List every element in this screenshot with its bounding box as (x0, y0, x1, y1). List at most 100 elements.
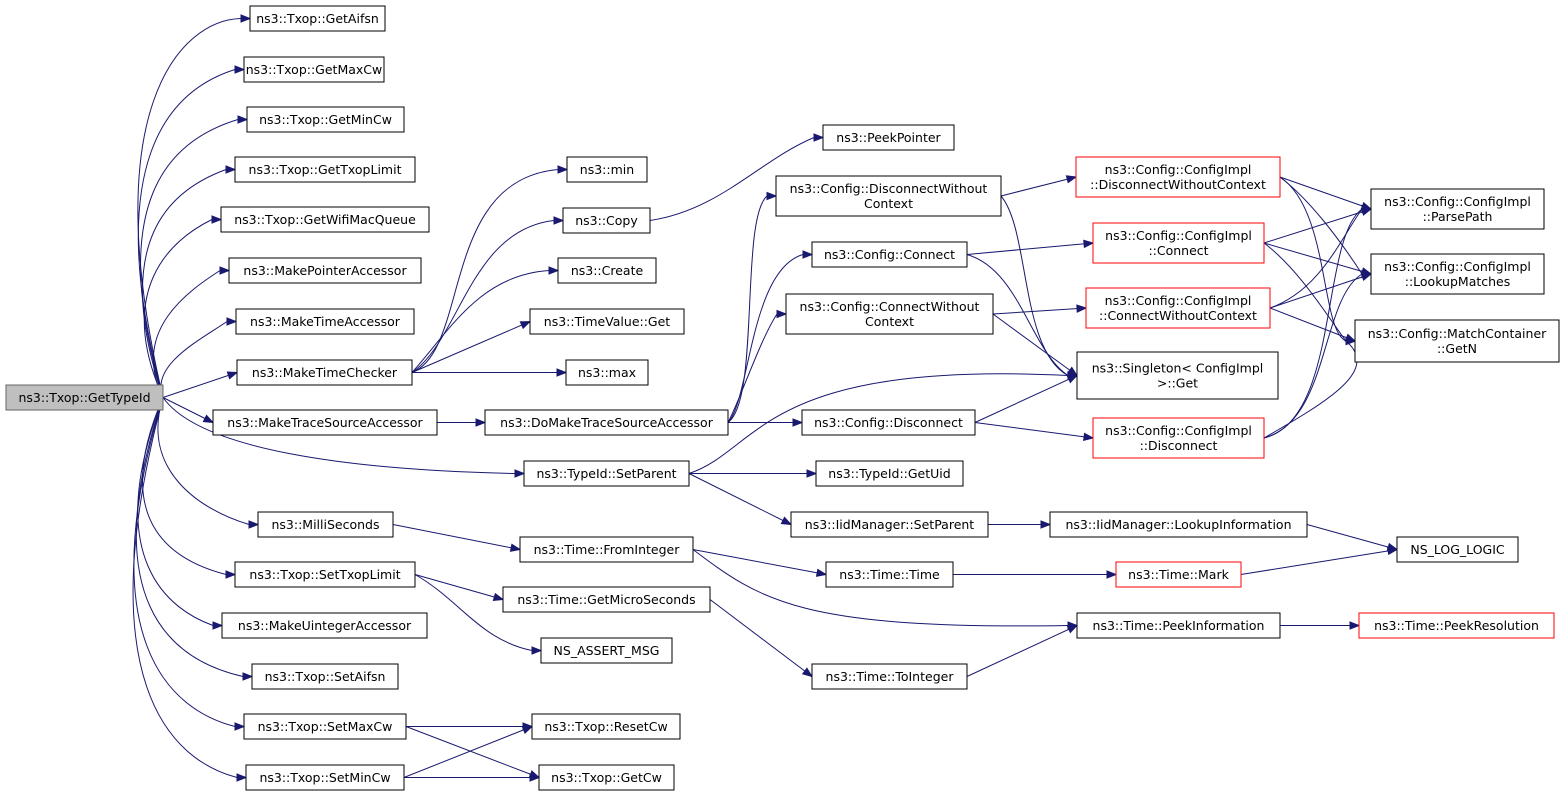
edge-line (162, 397, 516, 474)
edge-lookupinfo-to-nslog (1306, 524, 1399, 552)
node-makepointeraccessor[interactable]: ns3::MakePointerAccessor (228, 257, 422, 284)
node-box (566, 156, 648, 183)
node-getwifimacqueue[interactable]: ns3::Txop::GetWifiMacQueue (220, 206, 430, 233)
node-label: ns3::Config::MatchContainer (1368, 326, 1547, 341)
edge-root-to-gettxoplimit (141, 165, 237, 398)
edge-line (1269, 307, 1356, 342)
node-setmincw[interactable]: ns3::Txop::SetMinCw (245, 764, 405, 791)
node-cfgdisconnect[interactable]: ns3::Config::Disconnect (801, 409, 976, 436)
edge-peekinfo-to-peekres (1280, 621, 1361, 630)
node-getaifsn[interactable]: ns3::Txop::GetAifsn (249, 5, 386, 32)
node-label: ns3::TypeId::SetParent (536, 466, 676, 481)
node-resetcw[interactable]: ns3::Txop::ResetCw (531, 713, 681, 740)
node-makeuintegeraccessor[interactable]: ns3::MakeUintegerAccessor (221, 612, 428, 639)
arrowhead (776, 309, 788, 319)
node-impldisconnect[interactable]: ns3::Config::ConfigImpl::Disconnect (1092, 417, 1265, 459)
node-implconnectwc[interactable]: ns3::Config::ConfigImpl::ConnectWithoutC… (1085, 287, 1271, 329)
node-label: ns3::Txop::GetCw (551, 770, 662, 785)
arrowhead (766, 191, 778, 201)
node-box (811, 663, 968, 690)
node-iidsetparent[interactable]: ns3::IidManager::SetParent (790, 511, 989, 538)
node-parsepath[interactable]: ns3::Config::ConfigImpl::ParsePath (1370, 188, 1545, 230)
node-impldisconnectwc[interactable]: ns3::Config::ConfigImpl::DisconnectWitho… (1075, 156, 1281, 198)
arrowhead (548, 266, 560, 275)
node-box (775, 175, 1002, 217)
node-timevalueget[interactable]: ns3::TimeValue::Get (529, 308, 685, 335)
node-max[interactable]: ns3::max (565, 359, 649, 386)
node-cfgconnectwc[interactable]: ns3::Config::ConnectWithoutContext (785, 293, 994, 335)
node-gettxoplimit[interactable]: ns3::Txop::GetTxopLimit (234, 156, 416, 183)
edge-setmincw-to-getcw (404, 773, 541, 782)
node-min[interactable]: ns3::min (566, 156, 648, 183)
node-copy[interactable]: ns3::Copy (562, 207, 651, 234)
node-totinteger[interactable]: ns3::Time::ToInteger (811, 663, 968, 690)
edge-frominteger-to-peekinfo (692, 549, 1079, 630)
node-cfgdisconnectwc[interactable]: ns3::Config::DisconnectWithoutContext (775, 175, 1002, 217)
node-mark[interactable]: ns3::Time::Mark (1115, 561, 1242, 588)
edge-line (1240, 549, 1398, 575)
node-box (1076, 612, 1281, 639)
node-root[interactable]: ns3::Txop::GetTypeId (5, 384, 164, 411)
node-cfgconnect[interactable]: ns3::Config::Connect (811, 241, 968, 268)
node-settxoplimit[interactable]: ns3::Txop::SetTxopLimit (234, 561, 416, 588)
node-label: ns3::MakeTimeAccessor (250, 314, 401, 329)
edge-line (132, 397, 238, 778)
edge-setmaxcw-to-getcw (405, 726, 541, 779)
node-label: ns3::TimeValue::Get (544, 314, 671, 329)
node-label: ns3::Time::ToInteger (826, 669, 955, 684)
node-setaifsn[interactable]: ns3::Txop::SetAifsn (251, 663, 399, 690)
edge-line (141, 169, 227, 398)
node-lookupinfo[interactable]: ns3::IidManager::LookupInformation (1049, 511, 1308, 538)
node-label: ns3::Config::ConfigImpl (1384, 259, 1531, 274)
node-label: ::DisconnectWithoutContext (1090, 177, 1266, 192)
node-singleton[interactable]: ns3::Singleton< ConfigImpl >::Get (1076, 351, 1279, 400)
node-box (228, 257, 422, 284)
edge-implconnectwc-to-matchgetn (1269, 307, 1357, 342)
node-domake[interactable]: ns3::DoMakeTraceSourceAccessor (484, 409, 729, 436)
node-box (243, 713, 407, 740)
node-create[interactable]: ns3::Create (557, 257, 657, 284)
node-implconnect[interactable]: ns3::Config::ConfigImpl::Connect (1092, 222, 1265, 264)
node-maketimechecker[interactable]: ns3::MakeTimeChecker (236, 359, 413, 386)
node-box (245, 764, 405, 791)
edge-line (1306, 524, 1398, 550)
arrowhead (1065, 175, 1078, 184)
arrowhead (1106, 570, 1118, 579)
node-label: ns3::Config::ConfigImpl (1105, 228, 1252, 243)
node-peekres[interactable]: ns3::Time::PeekResolution (1358, 612, 1555, 639)
edge-line (411, 169, 559, 373)
arrowhead (556, 368, 568, 377)
edge-impldisconnectwc-to-lookupmatches (1279, 176, 1373, 279)
node-millis[interactable]: ns3::MilliSeconds (257, 511, 394, 538)
node-nslog[interactable]: NS_LOG_LOGIC (1396, 536, 1519, 563)
node-label: ns3::Txop::GetTypeId (18, 390, 150, 405)
arrowhead (514, 469, 526, 478)
node-setmaxcw[interactable]: ns3::Txop::SetMaxCw (243, 713, 407, 740)
edge-line (411, 220, 555, 373)
node-box (251, 663, 399, 690)
node-getmicro[interactable]: ns3::Time::GetMicroSeconds (502, 586, 711, 613)
node-label: ::LookupMatches (1405, 274, 1511, 289)
node-box (236, 359, 413, 386)
node-label: ns3::Config::ConfigImpl (1105, 162, 1252, 177)
node-setparent[interactable]: ns3::TypeId::SetParent (523, 460, 690, 487)
node-frominteger[interactable]: ns3::Time::FromInteger (519, 536, 694, 563)
node-peekpointer[interactable]: ns3::PeekPointer (822, 124, 955, 151)
node-getcw[interactable]: ns3::Txop::GetCw (538, 764, 675, 791)
node-box (220, 206, 430, 233)
node-assertmsg[interactable]: NS_ASSERT_MSG (540, 637, 673, 664)
edge-line (411, 270, 550, 373)
node-peekinfo[interactable]: ns3::Time::PeekInformation (1076, 612, 1281, 639)
node-lookupmatches[interactable]: ns3::Config::ConfigImpl::LookupMatches (1370, 253, 1545, 295)
node-getmaxcw[interactable]: ns3::Txop::GetMaxCw (243, 56, 385, 83)
node-timetime[interactable]: ns3::Time::Time (825, 561, 954, 588)
node-matchgetn[interactable]: ns3::Config::MatchContainer::GetN (1354, 319, 1560, 363)
node-box (5, 384, 164, 411)
node-getuid[interactable]: ns3::TypeId::GetUid (815, 460, 964, 487)
node-getmincw[interactable]: ns3::Txop::GetMinCw (246, 106, 405, 133)
node-label: ns3::MakeTimeChecker (252, 365, 398, 380)
node-maketracesourceaccessor[interactable]: ns3::MakeTraceSourceAccessor (212, 409, 438, 436)
node-maketimeaccessor[interactable]: ns3::MakeTimeAccessor (235, 308, 415, 335)
node-box (529, 308, 685, 335)
node-label: ns3::MakeTraceSourceAccessor (227, 415, 423, 430)
